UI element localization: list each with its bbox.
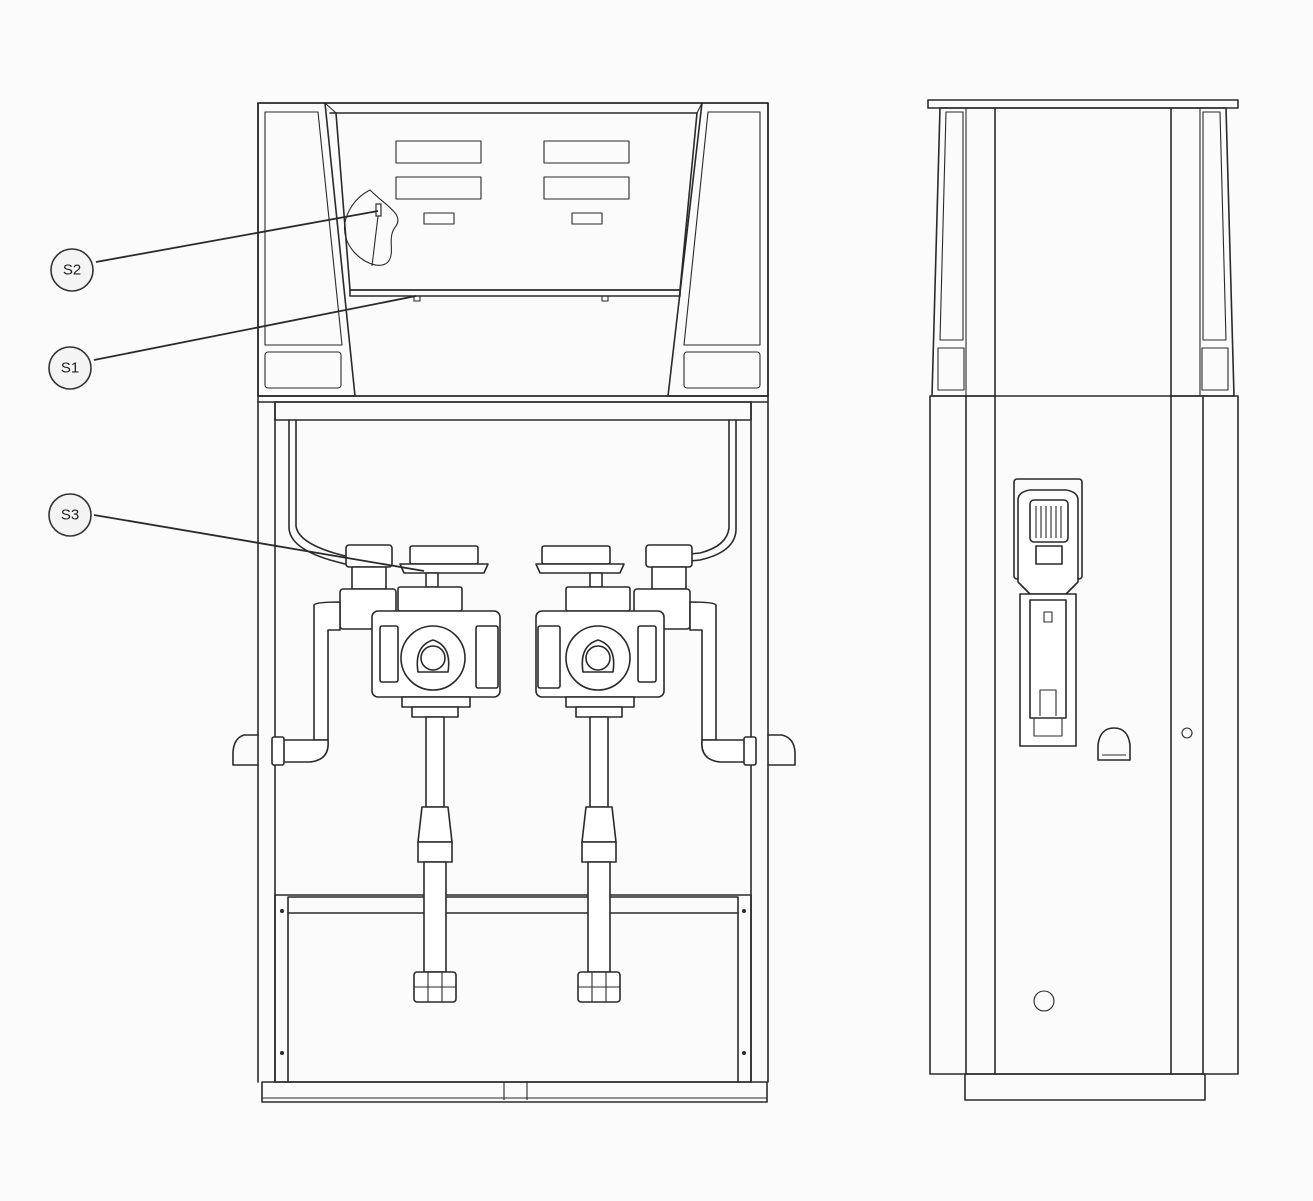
callout-s1: S1 [48,346,92,390]
front-frame [232,395,796,1103]
left-hydraulic-unit [271,544,501,1003]
callout-s3: S3 [48,493,92,537]
side-view [927,99,1239,1101]
nozzle-holster [1013,478,1083,747]
callout-s2: S2 [50,248,94,292]
front-top-housing [257,102,769,397]
callout-s3-label: S3 [61,507,79,524]
right-hydraulic-unit [535,544,757,1003]
front-cables [288,419,737,565]
callout-s1-label: S1 [61,360,79,377]
callout-s2-label: S2 [63,262,81,279]
callout-leaders [93,210,425,572]
front-view [232,102,796,1103]
